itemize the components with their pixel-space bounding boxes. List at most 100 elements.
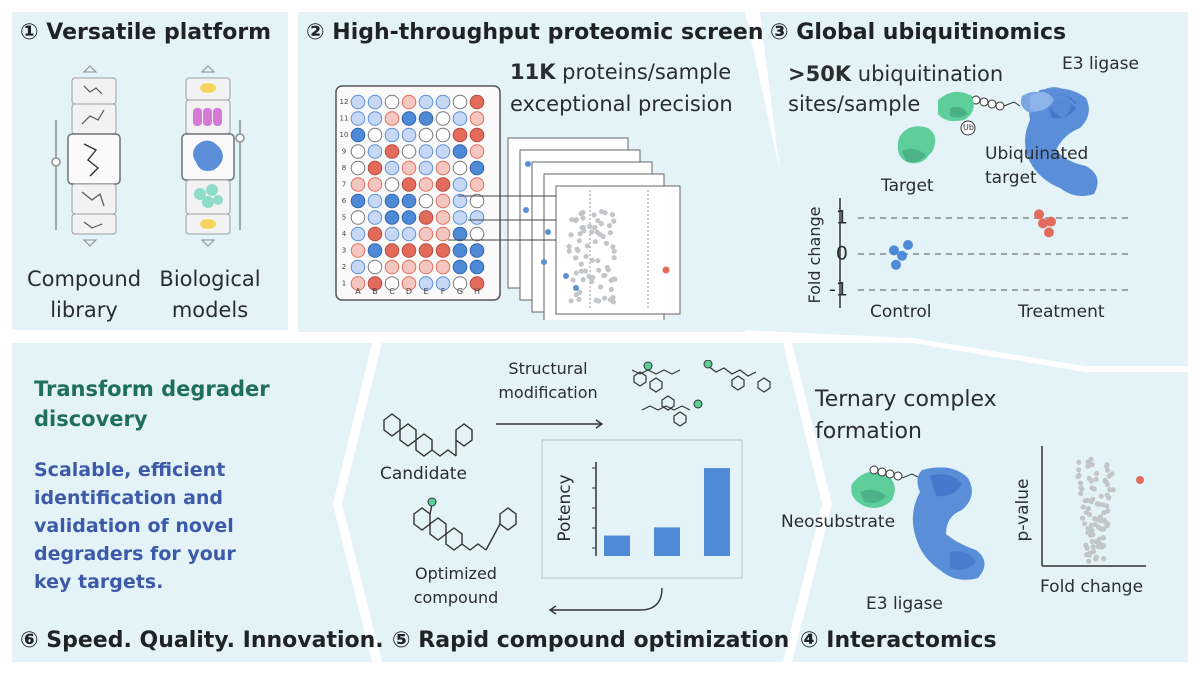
plate-row-label: F — [441, 287, 446, 296]
plate-well — [401, 160, 417, 176]
volcano-point — [589, 279, 595, 285]
plate-well — [401, 210, 417, 225]
fc-point-treatment — [1046, 216, 1056, 227]
plate-well — [367, 144, 383, 159]
volcano-point — [1093, 470, 1099, 477]
plate-well — [350, 243, 366, 258]
plate-well — [384, 177, 400, 192]
plate-col-label: 11 — [340, 115, 349, 123]
fc-point-control — [891, 259, 901, 270]
ternary-complex-illustration — [851, 465, 985, 580]
plate-well — [350, 127, 366, 143]
plate-col-label: 9 — [342, 148, 346, 156]
volcano-point — [1096, 524, 1102, 530]
plate-col-label: 8 — [342, 164, 346, 172]
plate-well — [435, 127, 451, 143]
proteomic-headline: 11K proteins/sample — [510, 60, 732, 84]
volcano-point — [570, 277, 576, 283]
plate-well — [384, 111, 400, 126]
volcano-point — [607, 230, 613, 236]
volcano-point — [1082, 521, 1088, 527]
plate-well — [384, 127, 400, 143]
volcano-point — [580, 276, 586, 283]
plate-col-label: 2 — [342, 263, 346, 271]
plate-well — [418, 259, 434, 275]
volcano-point — [1086, 558, 1092, 564]
volcano-point — [579, 225, 585, 231]
ubiquinated-target-label: Ubiquinated target — [985, 144, 1089, 188]
volcano-point — [1080, 504, 1086, 510]
volcano-point — [607, 297, 613, 303]
volcano-point — [596, 267, 602, 273]
plate-well — [401, 226, 417, 242]
plate-col-label: 7 — [342, 181, 346, 189]
plate-row-label: D — [406, 287, 412, 296]
potency-label: Potency — [555, 474, 575, 541]
structural-modification-label: Structural modification — [498, 359, 598, 402]
volcano-point — [1078, 490, 1084, 497]
panel-1-title: ① Versatile platform — [20, 20, 272, 45]
plate-well — [435, 276, 451, 291]
volcano-point — [1083, 509, 1089, 516]
volcano-point — [1101, 510, 1107, 516]
target-protein-icon — [897, 132, 931, 164]
volcano-point — [598, 284, 604, 290]
plate-well — [435, 243, 451, 258]
volcano-point — [1078, 485, 1084, 491]
ubiquitin-headline-line2: sites/sample — [788, 92, 921, 116]
plate-well — [469, 193, 485, 209]
fc-point-control — [903, 240, 913, 250]
volcano-point — [566, 248, 572, 254]
plate-well — [401, 276, 417, 291]
volcano-point — [1105, 521, 1111, 527]
volcano-point — [608, 286, 614, 292]
volcano-point — [568, 232, 574, 238]
plate-well — [367, 243, 383, 258]
proteomic-headline-line2: exceptional precision — [510, 92, 733, 116]
volcano-point — [592, 224, 598, 230]
plate-col-label: 10 — [340, 131, 349, 139]
fc-ylabel: Fold change — [805, 207, 824, 304]
volcano-point — [1080, 515, 1086, 521]
compound-optimization-illustration — [383, 360, 771, 615]
plate-well — [384, 259, 400, 275]
fc-tick-neg1: -1 — [829, 279, 848, 301]
volcano-point — [1085, 525, 1091, 532]
potency-chart: Potency — [555, 462, 730, 556]
volcano-point — [1098, 493, 1104, 499]
plate-well — [452, 226, 468, 242]
panel-5-bg — [342, 343, 822, 662]
volcano-point — [1084, 545, 1090, 551]
plate-well — [350, 210, 366, 225]
plate-well — [367, 160, 383, 176]
plate-well — [418, 210, 434, 225]
volcano-point — [611, 255, 617, 261]
volcano-point — [592, 239, 598, 245]
volcano-point — [1076, 467, 1082, 473]
volcano-point — [1097, 541, 1104, 547]
volcano-point — [568, 298, 574, 304]
e3-ligase-label-bottom: E3 ligase — [866, 594, 943, 614]
volcano-point — [1100, 502, 1106, 508]
plate-well — [401, 144, 417, 159]
volcano-point — [1101, 556, 1107, 562]
plate-well — [367, 177, 383, 192]
plate-well — [452, 177, 468, 192]
plate-well — [384, 226, 400, 242]
volcano-point — [604, 264, 610, 271]
p-value-label: p-value — [1013, 479, 1033, 542]
neosubstrate-label: Neosubstrate — [781, 512, 896, 532]
volcano-point — [573, 255, 579, 261]
plate-well — [350, 160, 366, 176]
volcano-point — [1093, 556, 1099, 562]
plate-row-label: E — [423, 287, 428, 296]
volcano-point — [1104, 503, 1110, 509]
plate-well — [452, 243, 468, 258]
volcano-point — [582, 268, 588, 274]
volcano-point — [573, 217, 579, 223]
target-label: Target — [881, 176, 934, 196]
volcano-point — [602, 295, 608, 301]
plate-well — [452, 160, 468, 176]
volcano-point — [1085, 497, 1091, 503]
volcano-point — [1090, 544, 1096, 550]
